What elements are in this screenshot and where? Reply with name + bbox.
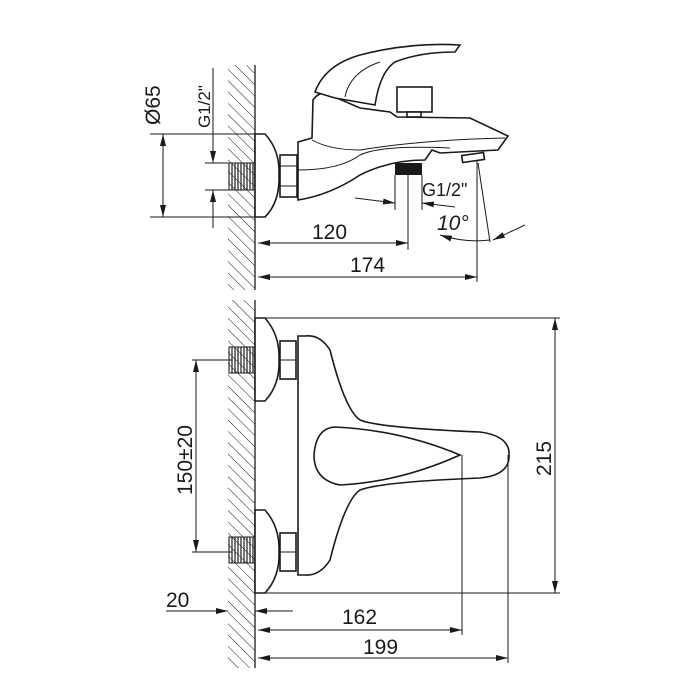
outlet-thread-label: G1/2"	[422, 180, 467, 200]
outlet-thread	[395, 163, 422, 175]
top-view: 215 150±20 20 162 199	[166, 300, 560, 668]
angle-label: 10°	[437, 212, 469, 235]
inlet-thread-lower	[228, 536, 256, 564]
nut	[279, 154, 298, 198]
diameter-label: Ø65	[142, 85, 165, 125]
lever-handle	[313, 43, 462, 106]
wall-offset-label: 20	[166, 589, 189, 612]
diverter-knob	[396, 86, 433, 113]
total-length-label: 199	[363, 636, 398, 659]
lever-length-label: 162	[342, 606, 377, 629]
outlet-distance-label: 120	[312, 221, 347, 244]
height-label: 215	[533, 441, 556, 476]
spout-length-label: 174	[350, 254, 385, 277]
escutcheon-lower	[254, 509, 280, 594]
inlet-thread	[228, 162, 256, 191]
inlet-thread-upper	[228, 346, 256, 374]
aerator	[460, 151, 486, 164]
escutcheon	[254, 133, 280, 218]
side-view: Ø65 G1/2" G1/2" 120 174 10°	[142, 43, 526, 290]
escutcheon-upper	[254, 317, 280, 402]
inlet-thread-label: G1/2"	[195, 85, 214, 128]
inlet-spacing-label: 150±20	[174, 425, 197, 495]
lever-oval	[313, 426, 463, 486]
